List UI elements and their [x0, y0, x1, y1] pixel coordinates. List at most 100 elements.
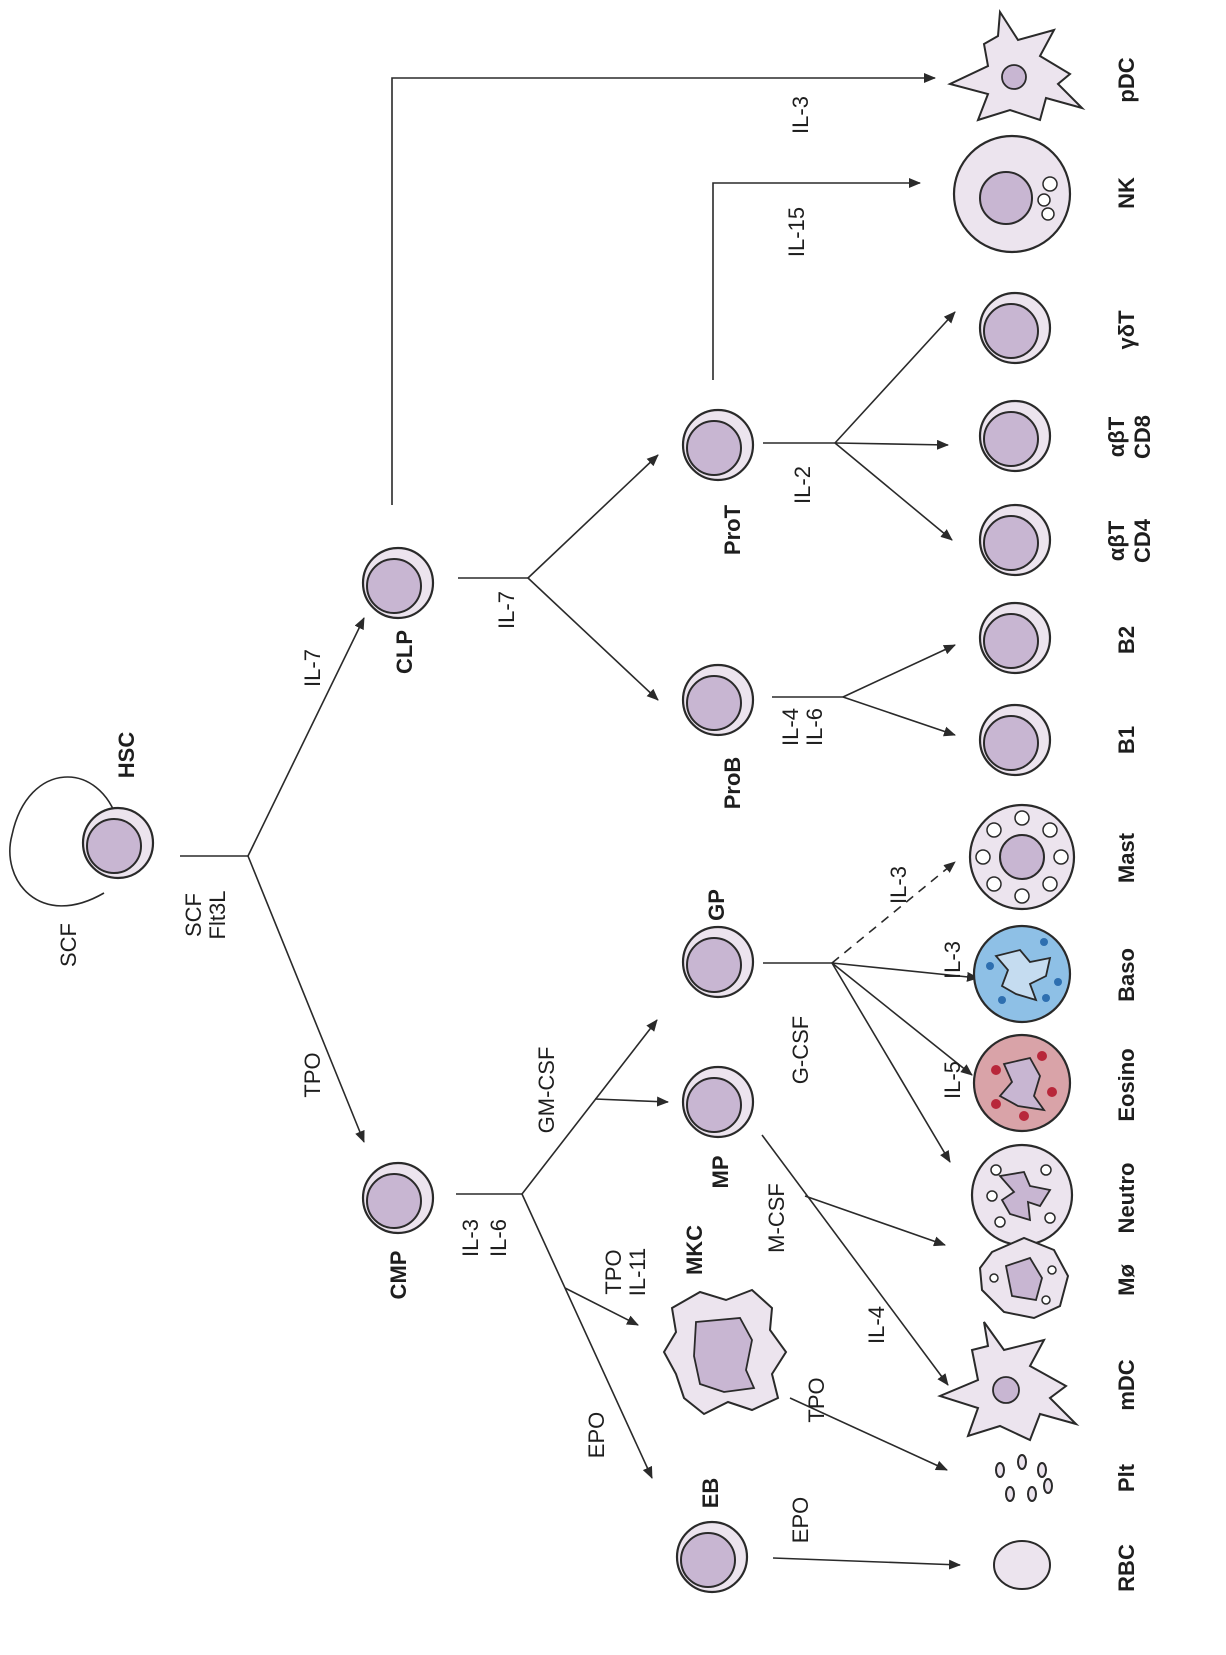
- label-to-pdc: IL-3: [788, 96, 813, 134]
- label-to-mast: IL-3: [886, 866, 911, 904]
- edge-to-mo: [804, 1195, 946, 1247]
- baso-cell: [972, 924, 1072, 1024]
- edge-to-b2: [842, 644, 956, 698]
- cmp-cell: [361, 1161, 435, 1235]
- edge-to-clp: [247, 617, 365, 857]
- label-to-eosino: IL-5: [940, 1061, 965, 1099]
- label-prob-split-1: IL-4: [778, 708, 803, 746]
- label-to-mkc-1: TPO: [601, 1249, 626, 1294]
- label-mkc: MKC: [682, 1225, 707, 1275]
- edge-to-eb: [521, 1193, 653, 1479]
- label-abt-cd4-1: αβT: [1104, 520, 1129, 561]
- label-prob-split-2: IL-6: [802, 708, 827, 746]
- edge-to-mkc: [564, 1287, 639, 1326]
- pdc-cell: [947, 8, 1086, 122]
- edge-to-abt-cd8: [834, 439, 949, 450]
- label-neutro: Neutro: [1114, 1163, 1139, 1234]
- label-mo: Mø: [1114, 1264, 1139, 1296]
- rbc-cell: [993, 1540, 1051, 1590]
- self-renewal-loop: [9, 776, 120, 907]
- edge-to-plt: [789, 1397, 948, 1471]
- gdt-cell: [978, 291, 1052, 365]
- mast-cell: [968, 803, 1076, 911]
- label-to-clp: IL-7: [300, 649, 325, 687]
- label-to-plt: TPO: [804, 1377, 829, 1422]
- neutro-cell: [970, 1143, 1074, 1247]
- cytokine-labels: SCF SCF Flt3L IL-7 TPO IL-3 IL-7 IL-15 I…: [56, 96, 965, 1543]
- abt-cd4-cell: [978, 503, 1052, 577]
- label-cmp-split-1: IL-3: [458, 1219, 483, 1257]
- label-gp: GP: [704, 889, 729, 921]
- b1-cell: [978, 703, 1052, 777]
- edge-to-rbc: [772, 1557, 961, 1570]
- label-b1: B1: [1114, 726, 1139, 754]
- label-hsc-split-1: SCF: [181, 893, 206, 937]
- edge-to-mdc: [761, 1134, 949, 1386]
- edge-to-nk: [712, 178, 921, 380]
- label-prot: ProT: [720, 504, 745, 555]
- edge-to-neutro: [831, 962, 951, 1163]
- label-rbc: RBC: [1114, 1544, 1139, 1592]
- mdc-cell: [937, 1321, 1080, 1442]
- label-cmp: CMP: [386, 1251, 411, 1300]
- edge-to-mp: [594, 1096, 669, 1107]
- label-hsc: HSC: [114, 732, 139, 779]
- edge-to-abt-cd4: [834, 442, 953, 541]
- label-abt-cd8-1: αβT: [1104, 416, 1129, 457]
- edge-to-gdt: [834, 311, 956, 444]
- edge-to-cmp: [247, 855, 365, 1143]
- label-pdc: pDC: [1114, 57, 1139, 102]
- label-clp-split: IL-7: [494, 591, 519, 629]
- label-mp-split: M-CSF: [764, 1183, 789, 1253]
- label-baso: Baso: [1114, 948, 1139, 1002]
- edge-to-pdc: [391, 73, 936, 505]
- label-to-rbc: EPO: [788, 1497, 813, 1543]
- mp-cell: [681, 1065, 755, 1139]
- terminal-labels: pDC NK γδT αβT CD8 αβT CD4 B2 B1 Mast Ba…: [1104, 57, 1155, 1592]
- terminal-cells: [937, 8, 1086, 1590]
- prot-cell: [681, 408, 755, 482]
- edge-to-prob: [527, 577, 659, 701]
- label-to-mkc-2: IL-11: [625, 1248, 650, 1297]
- label-nk: NK: [1114, 177, 1139, 209]
- label-clp: CLP: [392, 630, 417, 674]
- edge-to-mast: [831, 861, 956, 964]
- label-abt-cd4-2: CD4: [1130, 518, 1155, 563]
- label-gp-split: G-CSF: [788, 1016, 813, 1084]
- label-to-nk: IL-15: [784, 207, 809, 257]
- abt-cd8-cell: [978, 399, 1052, 473]
- label-prot-split: IL-2: [790, 466, 815, 504]
- b2-cell: [978, 601, 1052, 675]
- hsc-cell: [81, 806, 155, 880]
- label-prob: ProB: [720, 757, 745, 810]
- edge-to-eosino: [831, 962, 973, 1076]
- plt-cell: [995, 1454, 1053, 1502]
- edge-to-baso: [831, 962, 979, 982]
- progenitor-cells: [81, 408, 788, 1594]
- prob-cell: [681, 663, 755, 737]
- lineage-edges: [9, 73, 979, 1570]
- label-eosino: Eosino: [1114, 1048, 1139, 1121]
- progenitor-labels: HSC CLP CMP ProT ProB GP MP MKC EB: [114, 504, 745, 1508]
- eosino-cell: [972, 1033, 1072, 1133]
- label-abt-cd8-2: CD8: [1130, 415, 1155, 459]
- clp-cell: [361, 546, 435, 620]
- label-self-renewal: SCF: [56, 923, 81, 967]
- label-mdc: mDC: [1114, 1359, 1139, 1410]
- edge-to-prot: [527, 454, 659, 579]
- label-to-gp-mp: GM-CSF: [534, 1047, 559, 1134]
- edge-to-gp: [521, 1019, 658, 1195]
- label-hsc-split-2: Flt3L: [205, 891, 230, 940]
- eb-cell: [675, 1520, 749, 1594]
- gp-cell: [681, 925, 755, 999]
- mkc-cell: [662, 1288, 788, 1416]
- label-b2: B2: [1114, 626, 1139, 654]
- label-eb: EB: [698, 1478, 723, 1509]
- nk-cell: [952, 134, 1072, 254]
- label-to-cmp: TPO: [300, 1052, 325, 1097]
- label-to-eb: EPO: [584, 1412, 609, 1458]
- label-gdt: γδT: [1114, 310, 1139, 350]
- mo-cell: [978, 1236, 1070, 1320]
- label-plt: Plt: [1114, 1463, 1139, 1492]
